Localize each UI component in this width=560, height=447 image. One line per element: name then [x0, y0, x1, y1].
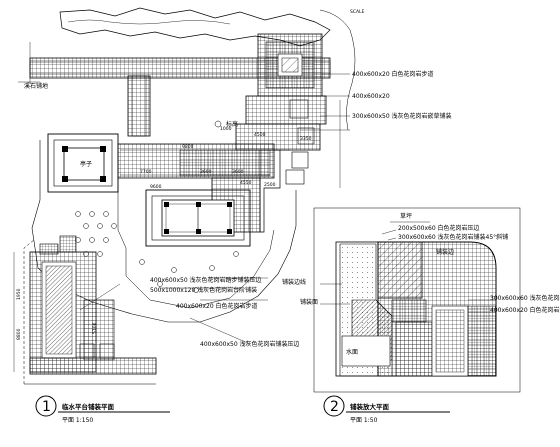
pavilion-label: 亭子 — [80, 160, 92, 168]
plan-1: 亭子 9800 7700 360 — [13, 7, 452, 424]
pavilion — [47, 133, 119, 193]
detail-label-9: 水面 — [346, 348, 358, 356]
dim-1000: 1000 — [220, 126, 232, 132]
plan2-scale: 平面 1:50 — [350, 417, 378, 424]
plan1-scale: 平面 1:150 — [62, 417, 93, 424]
vertical-walkway — [127, 75, 151, 137]
dimension-lines — [13, 42, 341, 372]
label-elev: 标高 — [226, 120, 238, 128]
dim-9600: 9600 — [150, 184, 162, 190]
detail-label-8: 铺装面 — [300, 298, 318, 306]
label-tag6: 400x600x20 白色花岗岩步道 — [176, 302, 258, 310]
plan1-title: 临水平台铺装平面 — [62, 402, 115, 411]
plan2-number-circle — [323, 395, 345, 417]
detail-label-7: 铺装边线 — [282, 278, 306, 286]
plan1-number: 1 — [42, 399, 51, 415]
detail-frame — [313, 207, 521, 393]
label-tag4: 400x600x50 浅灰色花岗岩踏步铺装压边 — [150, 276, 262, 284]
plan2-title: 铺装放大平面 — [350, 402, 390, 411]
dim-5100: 5100 — [92, 322, 98, 334]
detail-label-6: 400x600x20 白色花岗岩步道 — [490, 306, 560, 314]
landscape-boundary — [31, 140, 297, 323]
detail-label-2: 200x500x60 白色花岗岩压边 — [398, 224, 480, 232]
label-tag2: 400x600x20 — [352, 93, 390, 100]
plan2-number: 2 — [330, 399, 339, 415]
plan-2: 草坪 200x500x60 白色花岗岩压边 300x600x60 浅灰色花岗岩铺… — [282, 207, 560, 424]
label-tag1: 400x600x20 白色花岗岩步道 — [352, 70, 434, 78]
label-tag7: 400x600x50 浅灰色花岗岩铺装压边 — [200, 340, 300, 348]
dim-3350: 3350 — [300, 136, 312, 142]
detail-label-4: 铺装边 — [436, 248, 454, 256]
dim-3600-a: 3600 — [200, 169, 212, 175]
dim-8800: 8800 — [16, 328, 22, 340]
dim-4500: 4500 — [254, 132, 266, 138]
dim-9800: 9800 — [182, 144, 194, 150]
shelter-outline — [145, 189, 251, 247]
detail-label-1: 草坪 — [400, 212, 412, 220]
dim-1950: 1950 — [16, 288, 22, 300]
dim-2500: 2500 — [264, 182, 276, 188]
dim-7700: 7700 — [140, 169, 152, 175]
label-stone-path: 溪石铺地 — [24, 82, 48, 90]
label-tag3: 300x600x50 浅灰色花岗岩嵌草铺装 — [352, 112, 452, 120]
plan1-number-circle — [35, 395, 57, 417]
label-tag5: 500x1000x120 浅灰色花岗岩台阶铺装 — [150, 286, 257, 294]
dim-3600-b: 3600 — [232, 169, 244, 175]
top-right-mark: SCALE — [350, 9, 365, 15]
dim-4550: 4550 — [240, 180, 252, 186]
detail-label-3: 300x600x60 浅灰色花岗岩铺装45°斜铺 — [398, 233, 508, 241]
tree-symbols — [75, 211, 239, 293]
detail-label-5: 300x600x60 浅灰色花岗岩压边 — [490, 294, 560, 302]
